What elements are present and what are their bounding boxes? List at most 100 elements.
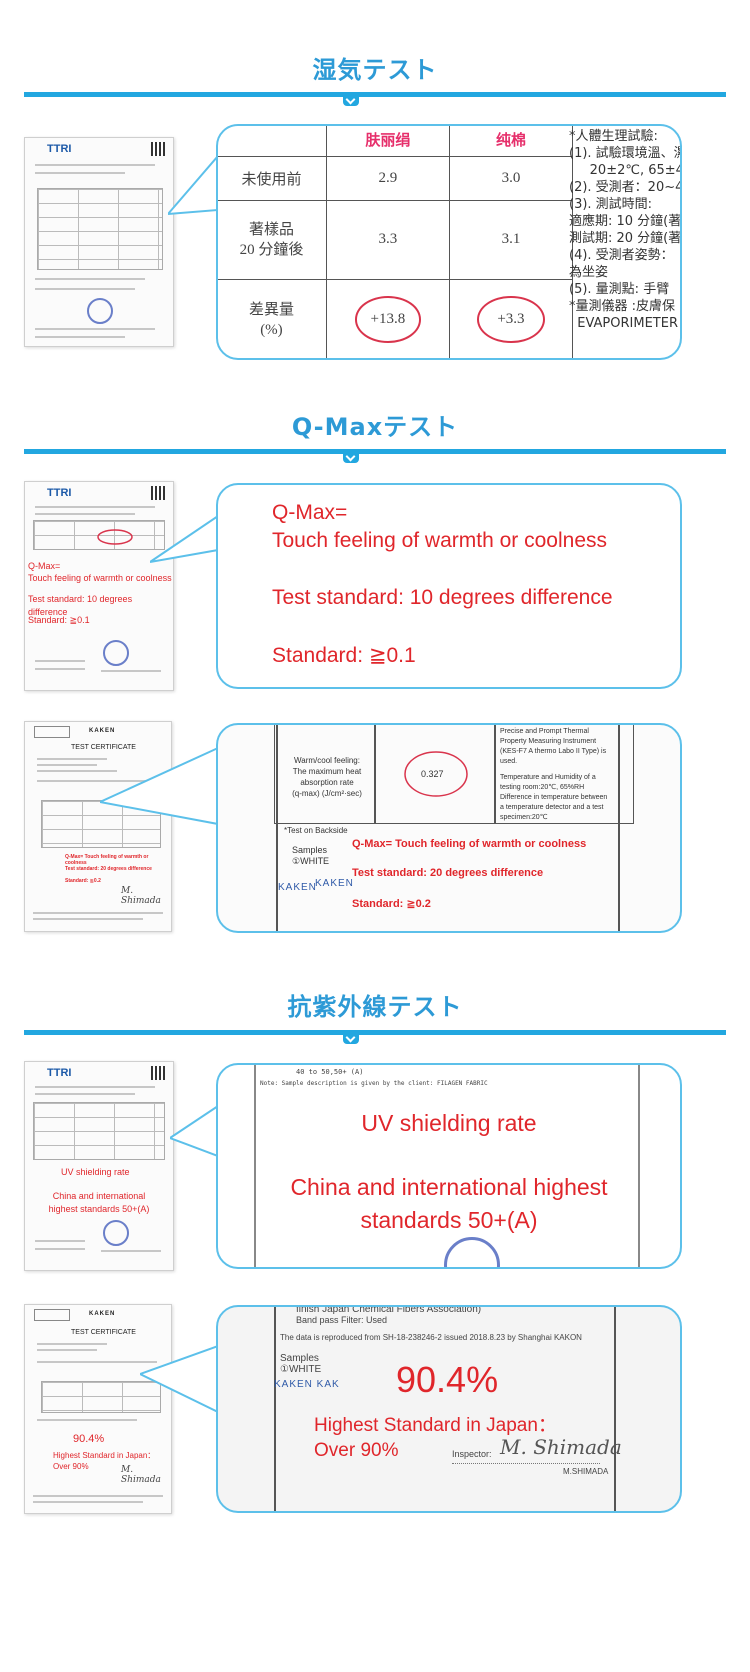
kaken-stamp-text: KAKEN KAK [274, 1379, 340, 1390]
inspector-name: M.SHIMADA [563, 1467, 609, 1476]
test-certificate-label: TEST CERTIFICATE [71, 1329, 136, 1336]
callout-connector [140, 1344, 219, 1414]
kaken-red-line-3: Standard: ≧0.2 [352, 898, 431, 910]
qmax-touch-text: Touch feeling of warmth or coolness [28, 573, 172, 583]
signature: M. Shimada [121, 1465, 161, 1485]
inspector-signature: M. Shimada [500, 1435, 622, 1459]
note-line: 適應期: 10 分鐘(著樣 [569, 214, 682, 229]
kaken-label: KAKEN [89, 1311, 116, 1317]
highlight-ellipse: +3.3 [477, 296, 545, 344]
uv-top-line: 40 to 50,50+ (A) [296, 1068, 364, 1076]
section-divider [24, 449, 726, 454]
note-line: EVAPORIMETER E [569, 316, 682, 331]
test-certificate-label: TEST CERTIFICATE [71, 744, 136, 751]
jp-over-line: Over 90% [314, 1440, 399, 1461]
note-line: 為坐姿 [569, 265, 609, 280]
kaken-stamp-text: KAKEN [315, 878, 354, 889]
uv-rate-label: UV shielding rate [61, 1167, 130, 1177]
chevron-down-icon [343, 1032, 359, 1044]
callout-connector [100, 746, 219, 826]
signature: M. Shimada [121, 886, 161, 906]
qmax-line-4: Standard: ≧0.1 [272, 644, 416, 667]
test-on-backside: *Test on Backside [284, 826, 348, 835]
column-header-silk: 肤丽绢 [365, 131, 411, 150]
document-table [37, 188, 163, 270]
uv-title: UV shielding rate [361, 1110, 537, 1136]
jp-highest-label: Highest Standard in Japan： [53, 1451, 156, 1460]
note-line: (1). 試驗環境溫、濕 [569, 146, 682, 161]
qr-code-icon [151, 142, 165, 156]
note-line: (3). 測試時間: [569, 197, 653, 212]
kaken-standard-text: Test standard: 20 degrees difference [65, 866, 152, 872]
jp-percent-large: 90.4% [396, 1359, 499, 1400]
samples-label: Samples [280, 1353, 319, 1364]
kaken-value: 0.327 [421, 769, 444, 779]
white-sample-label: ①WHITE [292, 856, 330, 866]
qmax-line-2: Touch feeling of warmth or coolness [272, 529, 608, 552]
highlight-ellipse: +13.8 [354, 296, 422, 344]
note-line: *量測儀器 :皮膚保 [569, 299, 676, 314]
zoom-panel-japan: finish Japan Chemical Fibers Association… [216, 1305, 682, 1513]
uv-line-3: standards 50+(A) [360, 1207, 538, 1233]
kaken-label: KAKEN [89, 728, 116, 734]
cell-cotton-unused: 3.0 [501, 169, 521, 186]
section-title-humidity: 湿気テスト [312, 56, 438, 84]
inspector-label: Inspector: [452, 1449, 492, 1459]
kaken-table [274, 725, 634, 824]
row-label-diff-2: (%) [260, 321, 283, 338]
ttri-logo: TTRI [47, 143, 72, 155]
callout-connector [150, 514, 219, 563]
seal-stamp-icon [103, 640, 129, 666]
ttri-logo: TTRI [47, 487, 72, 499]
section-title-qmax: Q-Maxテスト [291, 413, 459, 441]
section-divider [24, 1030, 726, 1035]
cell-silk-diff: +13.8 [370, 311, 406, 328]
note-line: 測試期: 20 分鐘(著樣 [569, 231, 682, 246]
kaken-stamp-text: KAKEN [278, 882, 317, 893]
document-thumbnail-kaken-2: KAKEN TEST CERTIFICATE 90.4% Highest Sta… [24, 1304, 172, 1514]
kaken-qmax-text: Q-Max= Touch feeling of warmth or coolne… [65, 854, 149, 866]
jp-over-label: Over 90% [53, 1462, 89, 1471]
zoom-panel-uv: 40 to 50,50+ (A) Note: Sample descriptio… [216, 1063, 682, 1269]
samples-label: Samples [292, 845, 328, 855]
note-line: (4). 受測者姿勢： [569, 248, 674, 263]
document-thumbnail-ttri-1: TTRI [24, 137, 174, 347]
zoom-panel-qmax-ttri: Q-Max= Touch feeling of warmth or coolne… [216, 483, 682, 689]
seal-stamp-icon [444, 1237, 500, 1267]
jp-top-line-1: finish Japan Chemical Fibers Association… [296, 1305, 482, 1315]
jp-percent: 90.4% [73, 1433, 105, 1445]
cell-silk-worn: 3.3 [378, 231, 398, 248]
row-label-worn-2: 20 分鐘後 [239, 241, 304, 258]
notice-box [34, 1309, 70, 1321]
document-thumbnail-ttri-3: TTRI UV shielding rate China and interna… [24, 1061, 174, 1271]
cell-silk-unused: 2.9 [378, 169, 398, 186]
uv-highest-label: China and international highest standard… [48, 1191, 150, 1214]
kaken-red-line-2: Test standard: 20 degrees difference [352, 867, 544, 879]
qr-code-icon [151, 1066, 165, 1080]
kaken-min-text: Standard: ≧0.2 [65, 878, 101, 884]
section-divider [24, 92, 726, 97]
row-label-worn-1: 著樣品 [248, 221, 294, 238]
qmax-line-1: Q-Max= [272, 501, 348, 524]
document-table [33, 1102, 165, 1160]
qmax-label: Q-Max= [28, 561, 61, 571]
qmax-min-text: Standard: ≧0.1 [28, 615, 90, 625]
jp-reproduced-line: The data is reproduced from SH-18-238246… [280, 1333, 582, 1342]
notice-box [34, 726, 70, 738]
chevron-down-icon [343, 451, 359, 463]
seal-stamp-icon [87, 298, 113, 324]
cell-cotton-worn: 3.1 [501, 231, 521, 248]
uv-line-2: China and international highest [290, 1174, 608, 1200]
row-label-unused: 未使用前 [241, 171, 302, 188]
document-thumbnail-ttri-2: TTRI Q-Max= Touch feeling of warmth or c… [24, 481, 174, 691]
note-line: 20±2℃, 65±4%R [589, 163, 680, 178]
note-line: *人體生理試驗: [569, 129, 658, 144]
cell-cotton-diff: +3.3 [497, 311, 525, 328]
qmax-standard-text: Test standard: 10 degrees difference [28, 594, 133, 617]
ttri-logo: TTRI [47, 1067, 72, 1079]
